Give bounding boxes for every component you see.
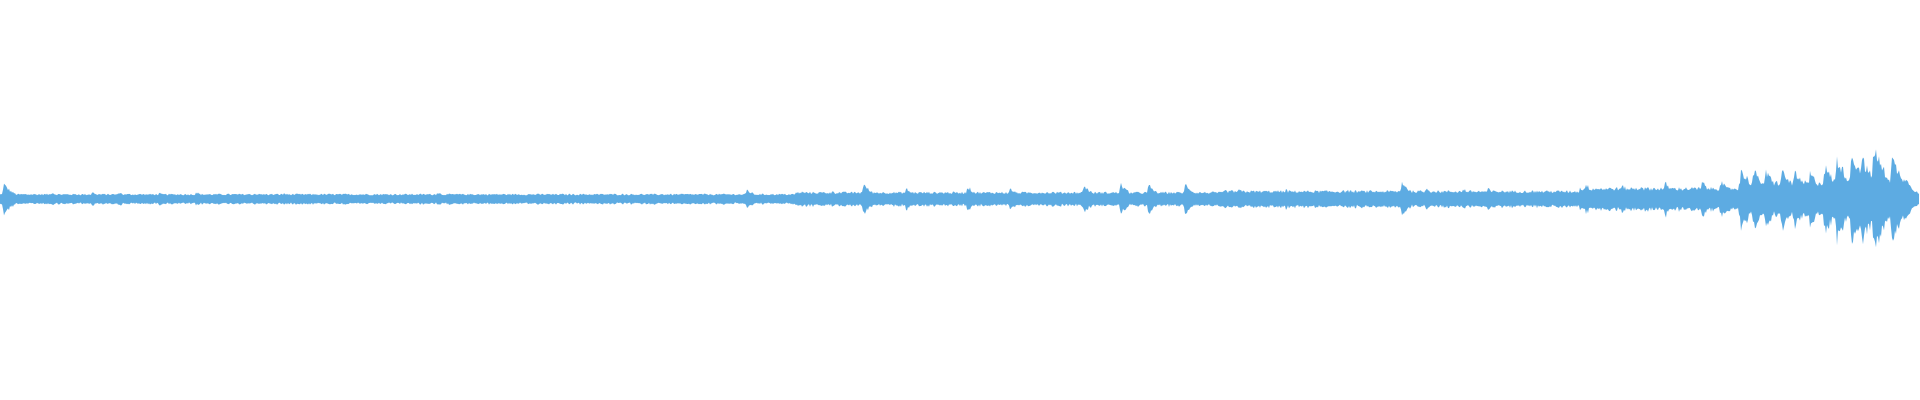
- waveform-shape: [0, 149, 1919, 248]
